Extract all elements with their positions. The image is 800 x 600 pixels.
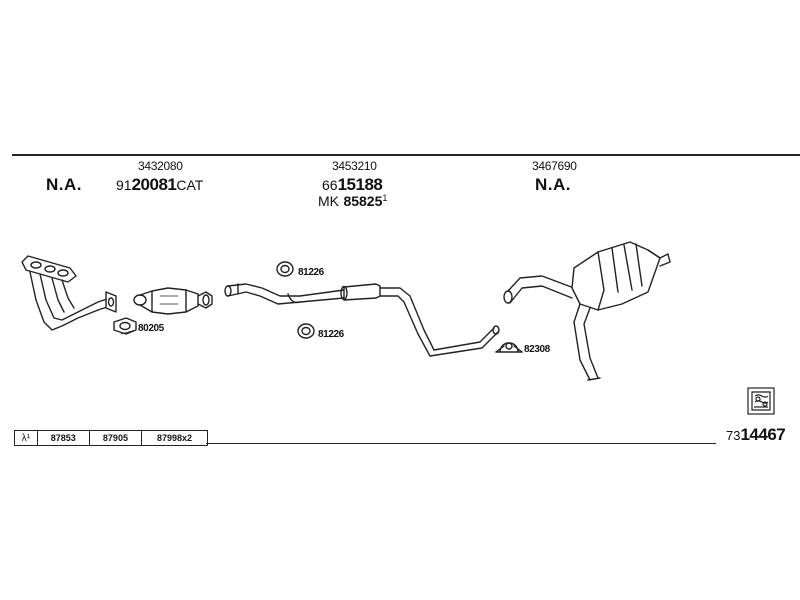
table-cell-87998x2: 87998x2 — [156, 433, 193, 443]
part-number-3467690: 3467690 — [532, 159, 577, 173]
kit-prefix: MK — [318, 193, 339, 209]
manual-book-icon — [747, 387, 775, 415]
code-suffix: CAT — [176, 177, 204, 193]
front-downpipe-drawing — [21, 255, 117, 331]
status-not-available-left: N.A. — [46, 175, 82, 194]
gasket-80205-drawing — [113, 317, 137, 335]
label-clamp-82308: 82308 — [524, 344, 550, 355]
parts-kit-table: λ¹ 87853 87905 87998x2 — [14, 430, 208, 446]
kit-footnote: 1 — [382, 193, 388, 203]
middle-pipe-code: 6615188 — [322, 175, 383, 195]
header-divider-line — [12, 154, 800, 156]
footer-divider-line — [206, 443, 716, 444]
middle-pipe-drawing — [224, 283, 500, 357]
leader-80205 — [120, 329, 137, 335]
table-cell-87853: 87853 — [38, 431, 90, 445]
drawing-number: 7314467 — [726, 425, 786, 445]
code-prefix: 91 — [116, 177, 132, 193]
code-main: 20081 — [131, 175, 177, 194]
drawing-number-main: 14467 — [740, 425, 786, 444]
drawing-number-prefix: 73 — [726, 428, 741, 443]
code-main: 15188 — [337, 175, 383, 194]
label-ring-81226-bottom: 81226 — [318, 329, 344, 340]
rubber-ring-bottom-drawing — [297, 323, 315, 339]
label-gasket-80205: 80205 — [138, 323, 164, 334]
catalyst-code: 9120081CAT — [116, 175, 203, 195]
part-number-3453210: 3453210 — [332, 159, 377, 173]
lambda-symbol-cell: λ¹ — [15, 431, 38, 445]
mounting-kit-code: MK 858251 — [318, 193, 387, 211]
catalytic-converter-drawing — [133, 287, 213, 315]
rubber-ring-top-drawing — [276, 261, 294, 277]
kit-number: 85825 — [343, 193, 383, 209]
table-cell-87905: 87905 — [90, 431, 143, 445]
status-not-available-right: N.A. — [535, 175, 571, 194]
clamp-82308-drawing — [495, 342, 523, 353]
part-number-3432080: 3432080 — [138, 159, 183, 173]
code-prefix: 66 — [322, 177, 338, 193]
rear-silencer-drawing — [503, 241, 671, 381]
label-ring-81226-top: 81226 — [298, 267, 324, 278]
